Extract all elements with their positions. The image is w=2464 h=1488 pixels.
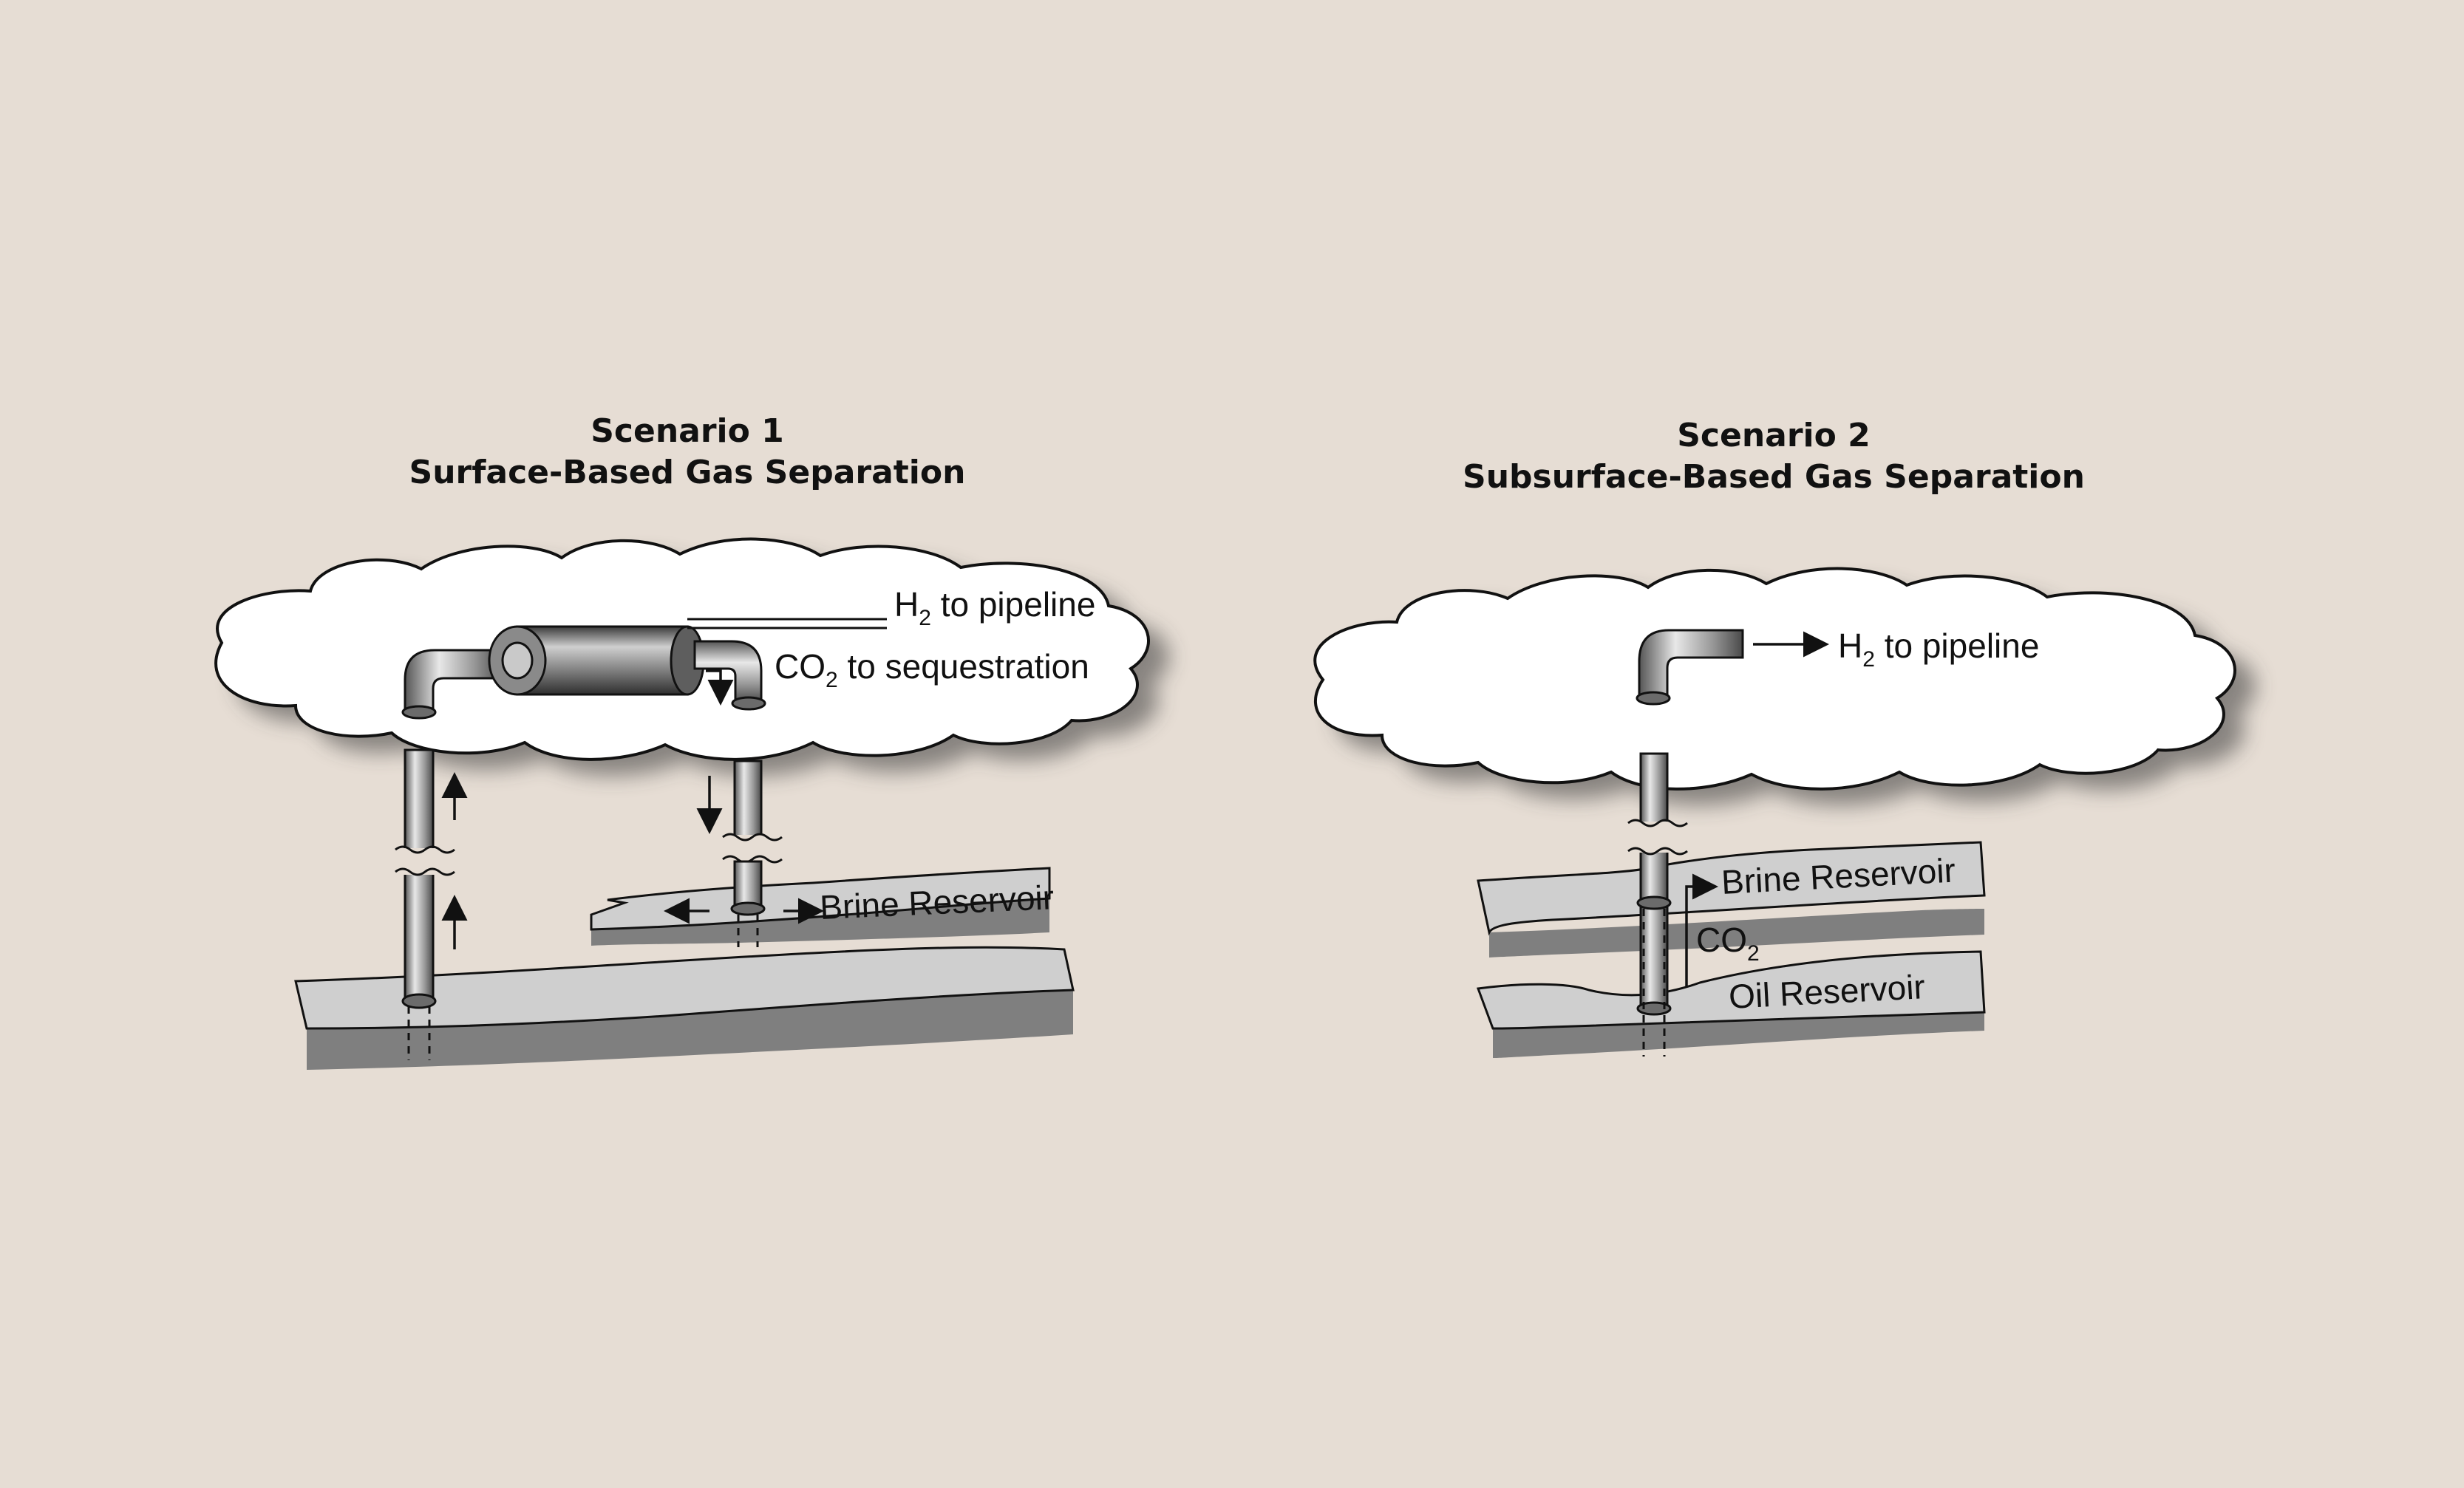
co2-down-arrow — [706, 669, 734, 706]
scenario-1-co2-pipe — [693, 640, 766, 711]
co2-to-sequestration-label: CO2 to sequestration — [775, 647, 1089, 692]
co2-up-arrow — [1685, 873, 1718, 986]
scenario-2: Scenario 2 Subsurface-Based Gas Separati… — [1313, 417, 2256, 1058]
scenario-1-injection-well — [664, 760, 824, 947]
scenario-2-subtitle: Subsurface-Based Gas Separation — [1463, 458, 2085, 496]
scenario-1: Scenario 1 Surface-Based Gas Separation — [214, 412, 1169, 1070]
scenario-1-deep-reservoir — [294, 946, 1075, 1070]
scenario-2-oil-reservoir — [1476, 950, 1986, 1058]
scenario-1-production-well — [395, 748, 468, 1060]
scenario-1-title: Scenario 1 — [591, 412, 784, 450]
scenario-2-title: Scenario 2 — [1677, 417, 1871, 454]
scenario-2-well — [1627, 752, 1718, 1057]
scenario-1-subtitle: Surface-Based Gas Separation — [409, 454, 966, 491]
scenario-2-co2-label: CO2 — [1696, 921, 1760, 966]
scenario-2-h2-label: H2 to pipeline — [1838, 627, 2039, 672]
scenario-2-surface-cloud — [1313, 567, 2236, 791]
separator-unit — [488, 625, 705, 696]
scenario-2-elbow-pipe — [1636, 629, 1829, 706]
h2-to-pipeline-label: H2 to pipeline — [894, 585, 1095, 630]
